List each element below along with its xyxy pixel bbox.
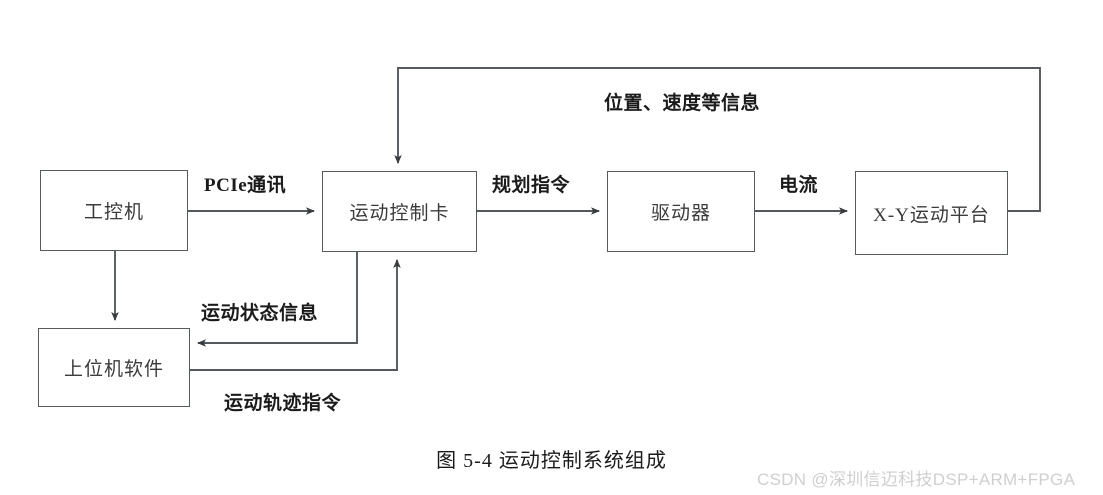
edge-label-pcie-communication: PCIe通讯 <box>204 175 287 196</box>
node-host-computer-software-label: 上位机软件 <box>63 359 164 380</box>
figure-caption: 图 5-4 运动控制系统组成 <box>436 450 667 472</box>
edge-label-position-speed-info: 位置、速度等信息 <box>604 93 761 114</box>
edge-label-motion-trajectory-command: 运动轨迹指令 <box>224 393 342 414</box>
node-motion-control-card-label: 运动控制卡 <box>349 203 450 224</box>
csdn-watermark: CSDN @深圳信迈科技DSP+ARM+FPGA <box>757 470 1076 489</box>
edge-label-planning-command: 规划指令 <box>492 175 571 196</box>
edge-label-motion-status-info: 运动状态信息 <box>201 303 319 324</box>
node-host-computer-software[interactable]: 上位机软件 <box>38 328 190 407</box>
node-xy-motion-stage[interactable]: X-Y运动平台 <box>855 171 1008 255</box>
edge-label-current: 电流 <box>779 175 819 196</box>
node-industrial-pc-label: 工控机 <box>83 202 144 223</box>
node-industrial-pc[interactable]: 工控机 <box>40 170 188 251</box>
node-motion-control-card[interactable]: 运动控制卡 <box>322 171 477 252</box>
node-driver-label: 驱动器 <box>650 203 711 224</box>
node-driver[interactable]: 驱动器 <box>607 171 755 252</box>
node-xy-motion-stage-label: X-Y运动平台 <box>873 204 990 226</box>
